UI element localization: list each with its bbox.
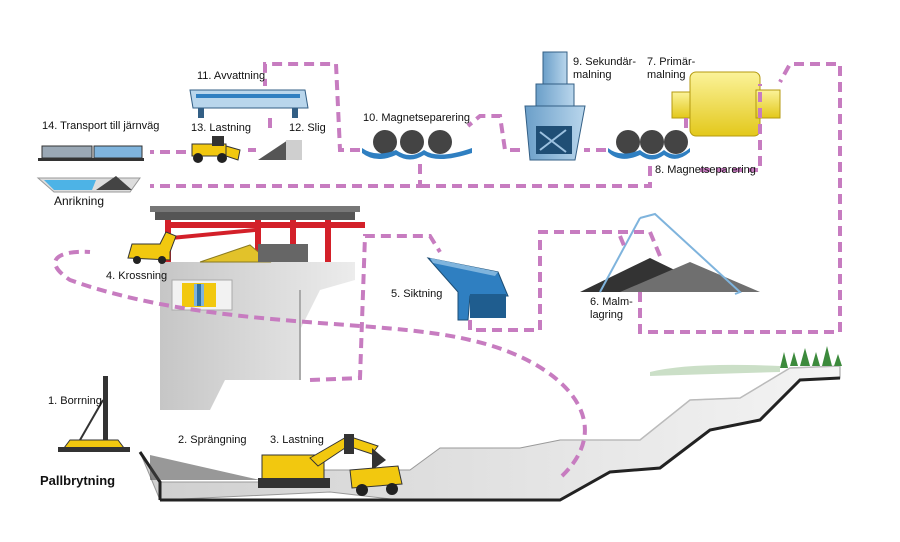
label-slig: 12. Slig [289, 122, 326, 134]
drill-rig-icon [58, 376, 130, 452]
train-icon [38, 145, 144, 161]
magnetic-separator-icon [608, 130, 690, 160]
excavator-icon [258, 434, 386, 488]
pond-icon [36, 176, 141, 193]
dewatering-filter-icon [189, 89, 309, 118]
haul-truck-icon [349, 465, 403, 496]
label-krossning: 4. Krossning [106, 270, 168, 282]
label-siktning: 5. Siktning [391, 288, 443, 300]
label-pallbrytning: Pallbrytning [40, 473, 116, 488]
label-primarmalning: 7. Primär- malning [647, 56, 696, 81]
label-avvattning: 11. Avvattning [197, 70, 266, 82]
screen-icon [426, 257, 509, 321]
label-malmlagring: 6. Malm- lagring [590, 296, 633, 321]
magnetic-separator-2-icon [362, 130, 472, 160]
secondary-mill-icon [524, 51, 586, 161]
label-anrikning: Anrikning [54, 194, 105, 208]
primary-mill-icon [671, 71, 781, 137]
label-sekundarmalning: 9. Sekundär- malning [573, 56, 636, 81]
label-borrning: 1. Borrning [48, 395, 102, 407]
blasted-rock-pile [150, 455, 260, 480]
concentrate-pile-icon [258, 140, 302, 160]
label-magnetseparering-10: 10. Magnetseparering [363, 112, 471, 124]
crusher-building [150, 206, 365, 410]
dump-truck-icon [127, 231, 177, 264]
wheel-loader-icon [191, 136, 241, 163]
treeline [650, 346, 842, 376]
label-sprangning: 2. Sprängning [178, 434, 247, 446]
label-lastning-13: 13. Lastning [191, 122, 251, 134]
process-flow-lines [53, 62, 842, 478]
ore-pile-icon [580, 212, 760, 295]
open-pit-terrain [138, 365, 841, 502]
label-magnetseparering-8: 8. Magnetseparering [655, 164, 756, 176]
label-lastning-3: 3. Lastning [270, 434, 324, 446]
label-transport: 14. Transport till järnväg [42, 120, 160, 132]
crusher-icon [182, 283, 216, 307]
